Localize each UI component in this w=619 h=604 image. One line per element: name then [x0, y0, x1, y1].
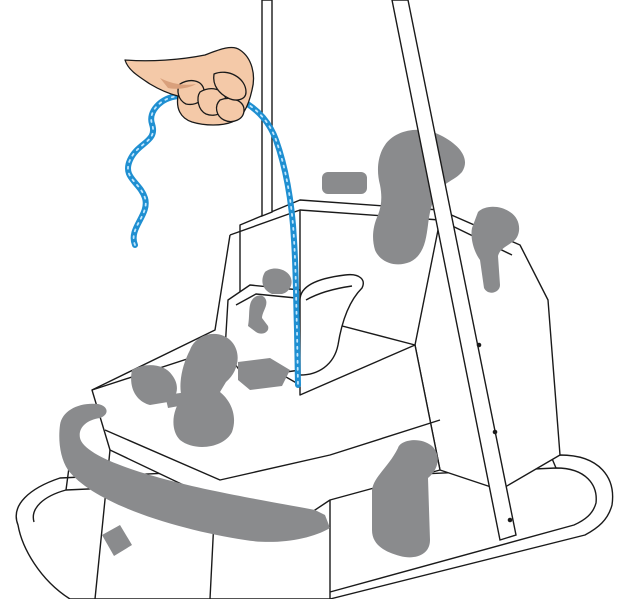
hand-finger-3: [217, 98, 244, 121]
gray-part-small-block: [322, 172, 367, 194]
pole-left: [262, 0, 272, 216]
pole-hole-1: [477, 343, 480, 346]
pole-hole-3: [508, 518, 511, 521]
pole-hole-2: [493, 430, 496, 433]
gray-part-front-tab: [102, 525, 132, 556]
hand-icon: [125, 47, 254, 125]
